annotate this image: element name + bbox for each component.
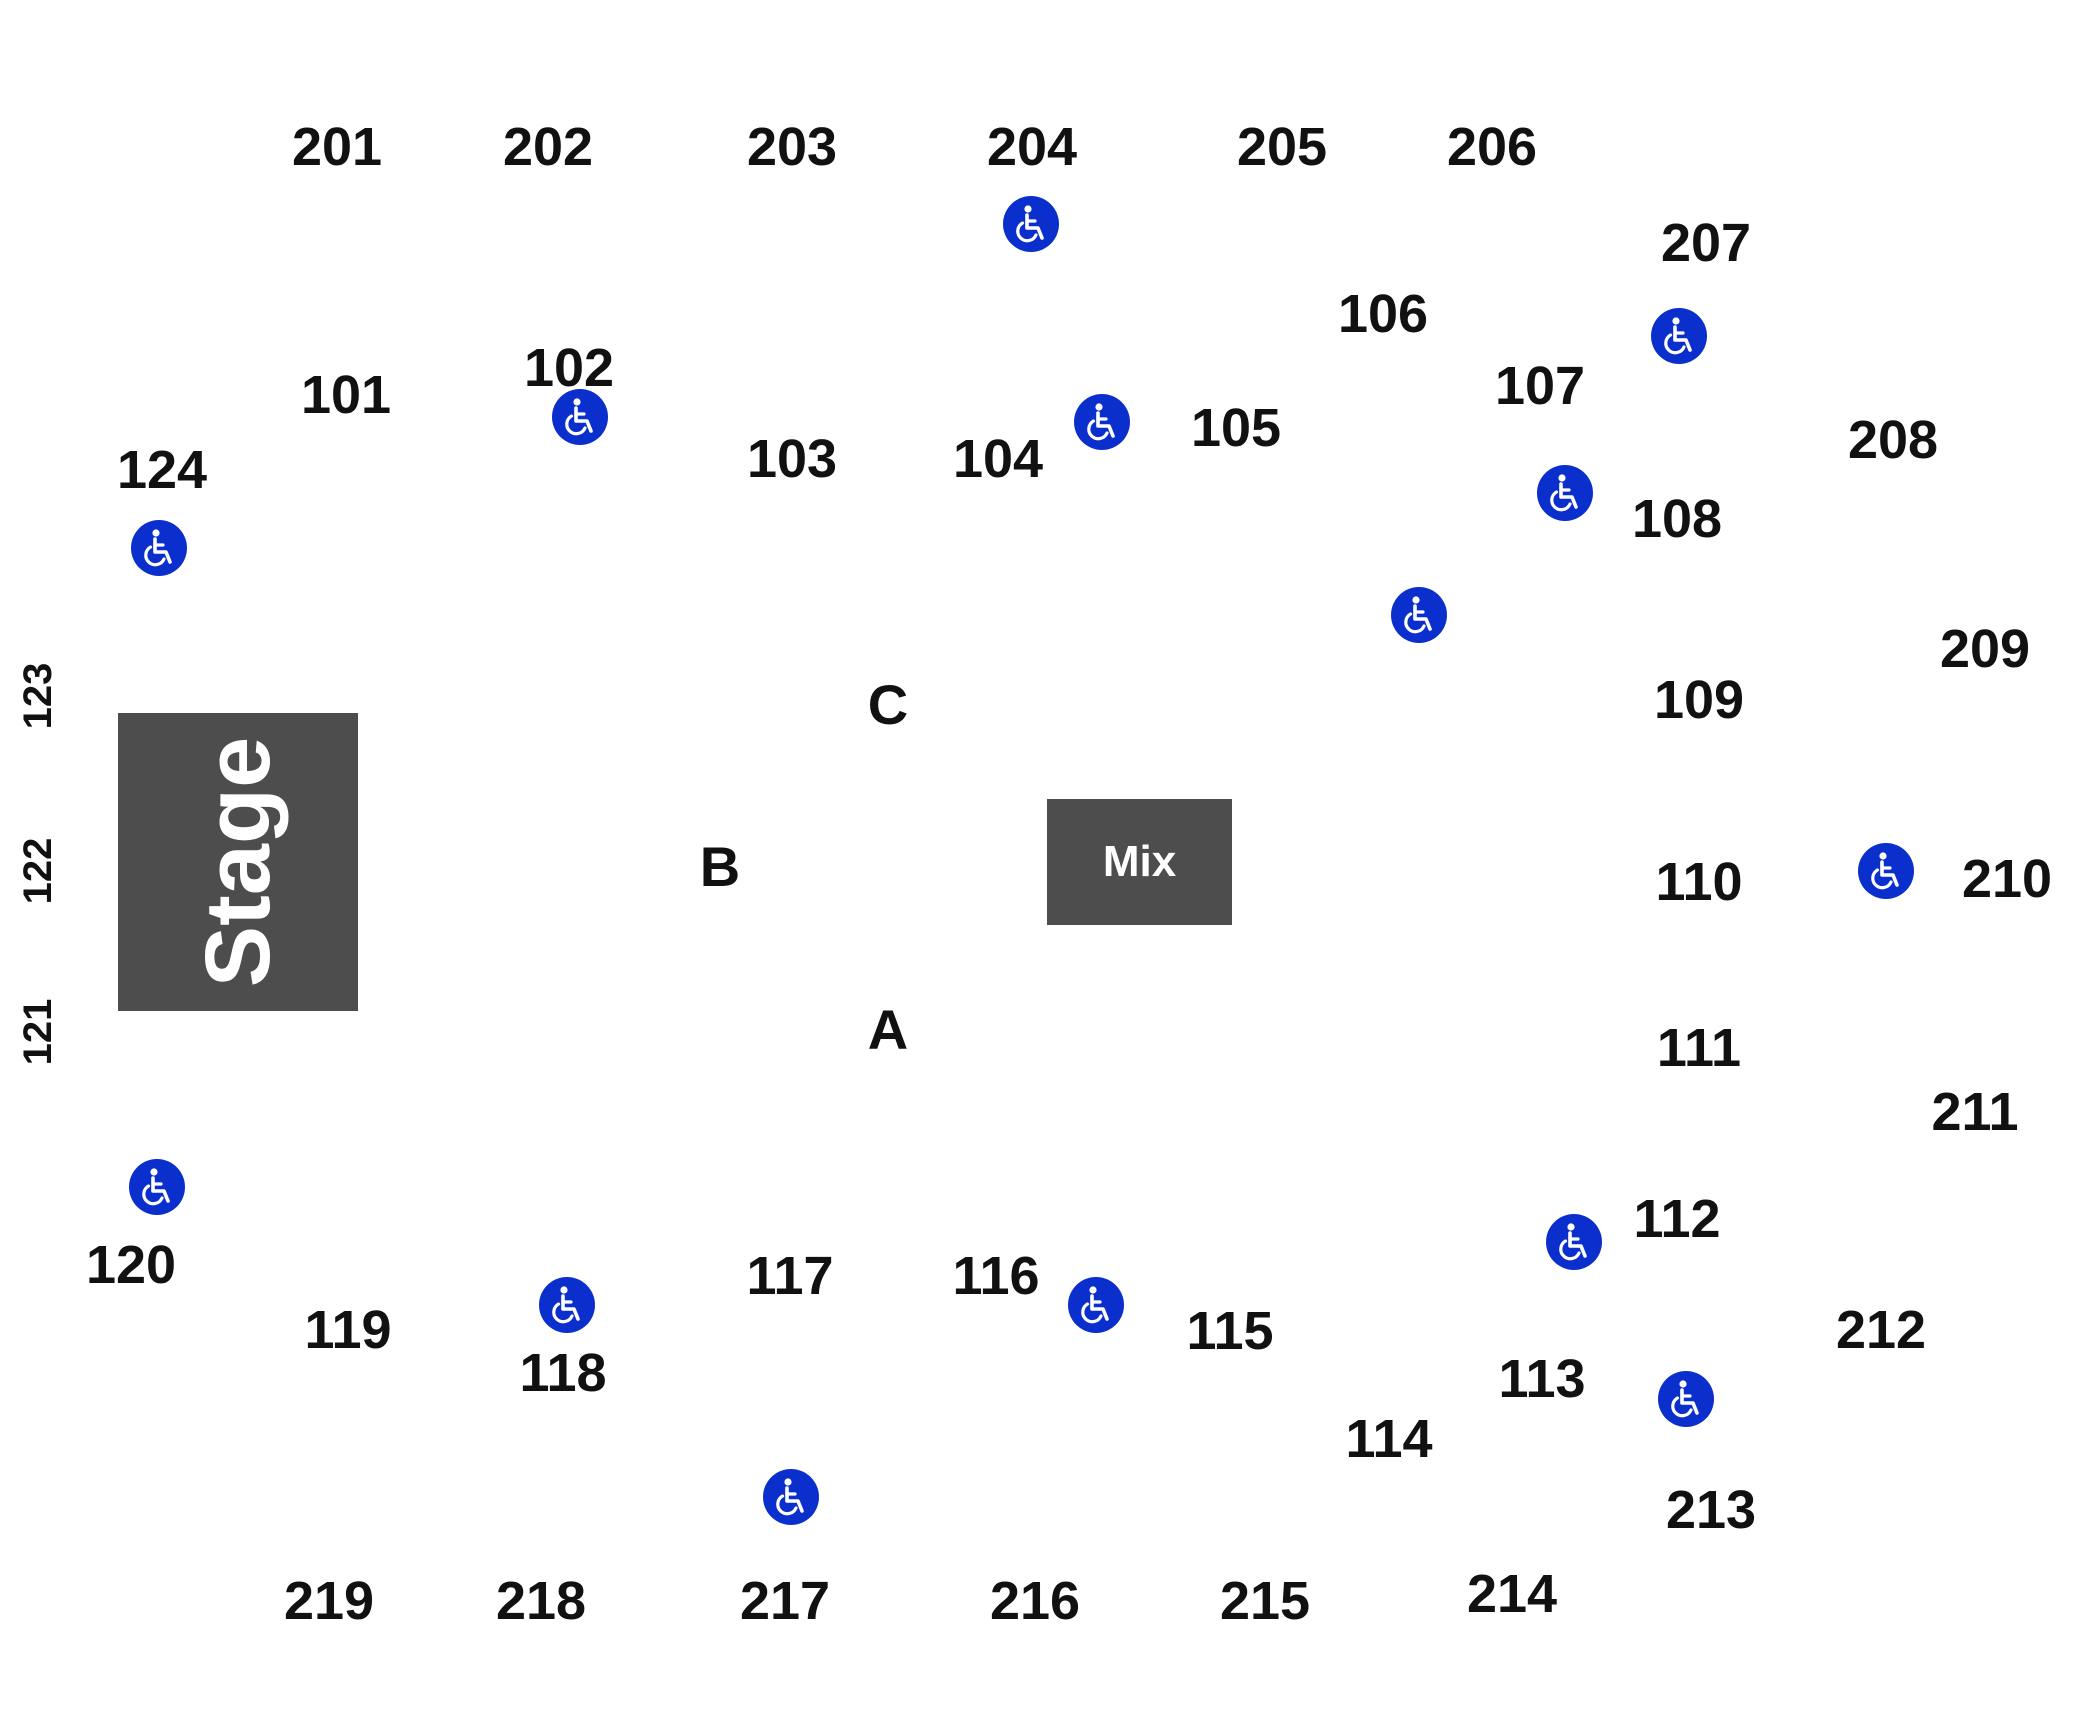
floor-section-c[interactable]: C <box>867 673 909 736</box>
section-218[interactable]: 218 <box>495 1571 587 1631</box>
wheelchair-icon[interactable] <box>763 1469 819 1525</box>
section-103[interactable]: 103 <box>746 429 838 489</box>
section-123[interactable]: 123 <box>16 662 60 730</box>
wheelchair-icon[interactable] <box>1858 843 1914 899</box>
section-208[interactable]: 208 <box>1847 410 1939 470</box>
section-124[interactable]: 124 <box>116 440 208 500</box>
section-107[interactable]: 107 <box>1494 356 1586 416</box>
section-108[interactable]: 108 <box>1631 489 1723 549</box>
section-120[interactable]: 120 <box>85 1235 177 1295</box>
section-216[interactable]: 216 <box>989 1571 1081 1631</box>
stage: Stage <box>118 713 358 1011</box>
wheelchair-icon[interactable] <box>1391 587 1447 643</box>
wheelchair-icon[interactable] <box>1003 196 1059 252</box>
section-113[interactable]: 113 <box>1498 1349 1586 1409</box>
wheelchair-icon[interactable] <box>1651 308 1707 364</box>
mix-booth: Mix <box>1047 799 1232 925</box>
wheelchair-icon[interactable] <box>539 1277 595 1333</box>
section-209[interactable]: 209 <box>1939 619 2031 679</box>
section-118[interactable]: 118 <box>519 1343 607 1403</box>
section-101[interactable]: 101 <box>300 365 392 425</box>
section-122[interactable]: 122 <box>16 837 60 905</box>
section-104[interactable]: 104 <box>952 429 1044 489</box>
section-111[interactable]: 111 <box>1656 1018 1742 1078</box>
wheelchair-icon[interactable] <box>1546 1214 1602 1270</box>
section-213[interactable]: 213 <box>1665 1480 1757 1540</box>
section-207[interactable]: 207 <box>1660 213 1752 273</box>
section-109[interactable]: 109 <box>1653 670 1745 730</box>
section-211[interactable]: 211 <box>1931 1082 2019 1142</box>
section-115[interactable]: 115 <box>1186 1301 1274 1361</box>
wheelchair-icon[interactable] <box>131 520 187 576</box>
wheelchair-icon[interactable] <box>1074 394 1130 450</box>
section-212[interactable]: 212 <box>1835 1300 1927 1360</box>
section-203[interactable]: 203 <box>746 117 838 177</box>
section-215[interactable]: 215 <box>1219 1571 1311 1631</box>
wheelchair-icon[interactable] <box>129 1159 185 1215</box>
section-210[interactable]: 210 <box>1961 849 2053 909</box>
section-121[interactable]: 121 <box>16 998 60 1066</box>
section-110[interactable]: 110 <box>1655 852 1743 912</box>
section-112[interactable]: 112 <box>1633 1189 1721 1249</box>
mix-booth-label: Mix <box>1102 837 1177 886</box>
floor-section-b[interactable]: B <box>699 835 741 898</box>
stage-label: Stage <box>187 736 289 988</box>
floor-section-a[interactable]: A <box>867 998 909 1061</box>
section-205[interactable]: 205 <box>1236 117 1328 177</box>
wheelchair-icon[interactable] <box>1537 465 1593 521</box>
section-214[interactable]: 214 <box>1466 1564 1558 1624</box>
wheelchair-icon[interactable] <box>1068 1277 1124 1333</box>
section-201[interactable]: 201 <box>291 117 383 177</box>
section-202[interactable]: 202 <box>502 117 594 177</box>
section-204[interactable]: 204 <box>986 117 1078 177</box>
section-119[interactable]: 119 <box>304 1300 392 1360</box>
section-116[interactable]: 116 <box>952 1246 1040 1306</box>
section-219[interactable]: 219 <box>283 1571 375 1631</box>
wheelchair-icon[interactable] <box>552 389 608 445</box>
section-117[interactable]: 117 <box>746 1246 834 1306</box>
section-217[interactable]: 217 <box>739 1571 831 1631</box>
section-105[interactable]: 105 <box>1190 398 1282 458</box>
section-106[interactable]: 106 <box>1337 284 1429 344</box>
section-114[interactable]: 114 <box>1345 1409 1433 1469</box>
wheelchair-icon[interactable] <box>1658 1371 1714 1427</box>
section-102[interactable]: 102 <box>523 338 615 398</box>
section-206[interactable]: 206 <box>1446 117 1538 177</box>
